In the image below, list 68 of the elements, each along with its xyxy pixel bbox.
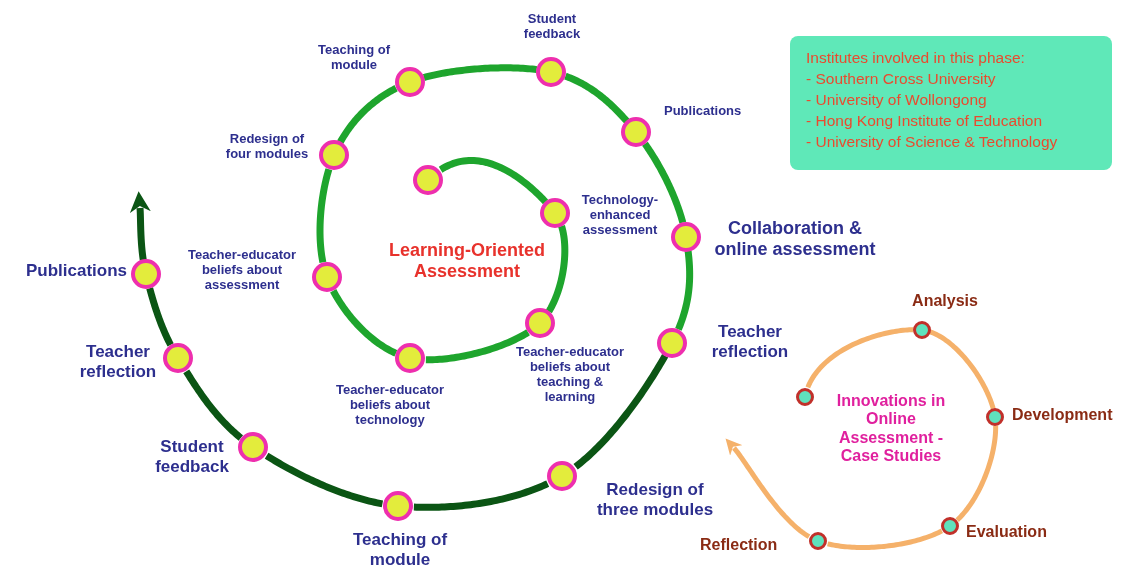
center-title: Innovations in Online Assessment - Case Studies — [835, 392, 947, 466]
spiral-segment — [642, 141, 687, 225]
step-label: Redesign of three modules — [595, 480, 715, 520]
spiral-segment — [438, 157, 549, 205]
step-label: Teaching of module — [351, 530, 449, 570]
spiral-segment — [413, 480, 550, 511]
arrow — [725, 438, 811, 539]
center-title: Learning-Oriented Assessment — [388, 240, 546, 282]
list-item: - Southern Cross University — [806, 68, 997, 89]
dot — [238, 432, 268, 462]
spiral-segment — [805, 327, 914, 389]
step-label: Student feedback — [154, 437, 230, 477]
dot — [413, 165, 443, 195]
list-item: - Hong Kong Institute of Education — [806, 110, 1044, 131]
step-label: Teacher-educator beliefs about assessment — [186, 248, 298, 293]
step-label: Teacher-educator beliefs about teaching & learning — [514, 345, 626, 405]
step-label: Analysis — [911, 292, 979, 311]
step-label: Redesign of four modules — [224, 132, 310, 162]
step-label: Publications — [24, 261, 127, 281]
step-label: Reflection — [700, 536, 779, 555]
dot — [395, 343, 425, 373]
spiral-segment — [264, 452, 384, 508]
panel-heading: Institutes involved in this phase: — [806, 48, 1026, 68]
spiral-segment — [573, 353, 669, 470]
dot — [913, 321, 931, 339]
spiral-segment — [563, 72, 630, 124]
step-label: Student feedback — [522, 12, 582, 42]
spiral-segment — [929, 329, 996, 410]
step-label: Teacher reflection — [710, 322, 790, 362]
step-label: Collaboration & online assessment — [713, 218, 877, 260]
info-panel — [790, 36, 1112, 170]
spiral-segment — [955, 424, 999, 522]
spiral-segment — [183, 369, 244, 441]
step-label: Development — [1012, 406, 1114, 425]
step-label: Teacher-educator beliefs about technology — [334, 383, 446, 428]
dot — [383, 491, 413, 521]
dot — [657, 328, 687, 358]
spiral-segment — [337, 85, 398, 145]
step-label: Teaching of module — [317, 43, 391, 73]
step-label: Evaluation — [966, 523, 1048, 542]
dot — [941, 517, 959, 535]
step-label: Teacher reflection — [78, 342, 158, 382]
dot — [163, 343, 193, 373]
dot — [796, 388, 814, 406]
dot — [395, 67, 425, 97]
dot — [540, 198, 570, 228]
list-item: - University of Science & Technology — [806, 131, 1059, 152]
dot — [986, 408, 1004, 426]
dot — [621, 117, 651, 147]
list-item: - University of Wollongong — [806, 89, 988, 110]
dot — [319, 140, 349, 170]
spiral-segment — [424, 329, 530, 364]
dot — [671, 222, 701, 252]
spiral-segment — [316, 167, 333, 264]
dot — [547, 461, 577, 491]
spiral-segment — [330, 289, 398, 357]
spiral-segment — [146, 286, 174, 347]
spiral-segment — [422, 64, 538, 81]
step-label: Technology-enhanced assessment — [580, 193, 660, 238]
dot — [525, 308, 555, 338]
dot — [809, 532, 827, 550]
dot — [131, 259, 161, 289]
step-label: Publications — [664, 104, 743, 119]
spiral-segment — [675, 249, 694, 331]
spiral-segment — [545, 224, 569, 314]
spiral-segment — [827, 528, 943, 550]
dot — [312, 262, 342, 292]
dot — [536, 57, 566, 87]
